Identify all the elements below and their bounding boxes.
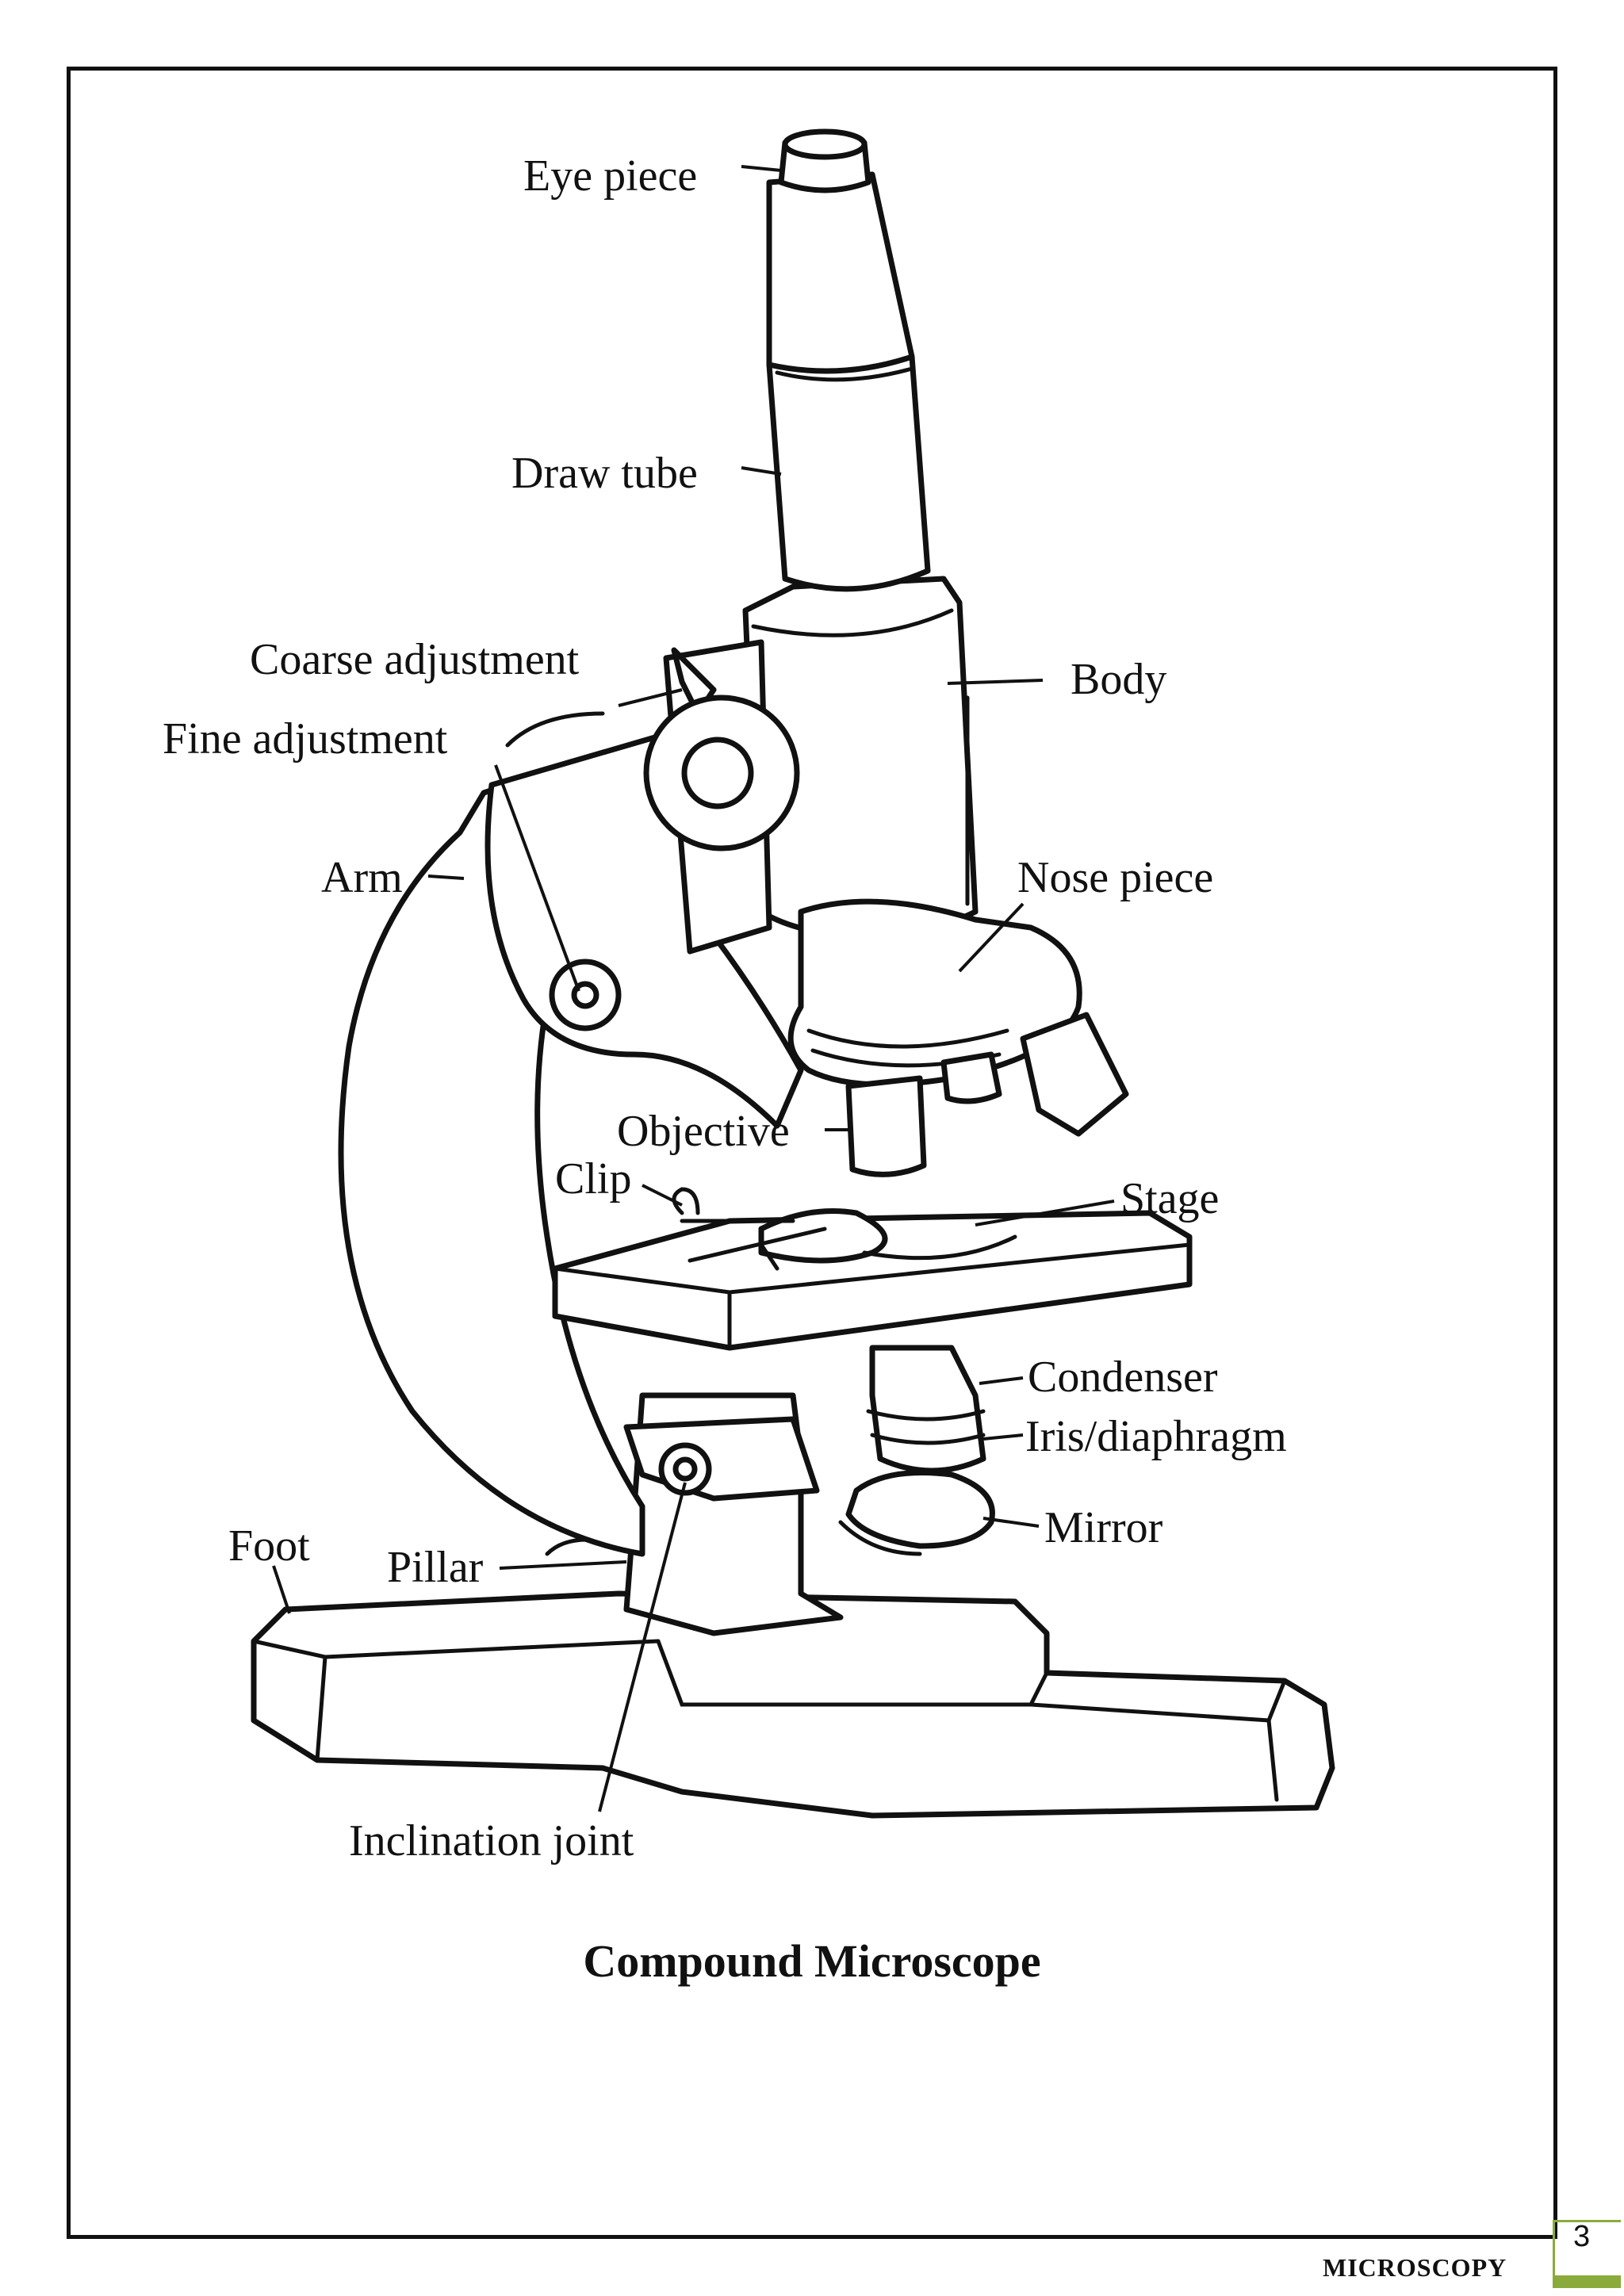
leader-draw-tube <box>741 466 782 476</box>
leader-foot <box>272 1565 291 1614</box>
microscope-clips <box>672 1187 827 1271</box>
label-mirror: Mirror <box>1044 1503 1163 1552</box>
leader-mirror <box>982 1517 1040 1528</box>
label-coarse-adjustment: Coarse adjustment <box>250 635 580 684</box>
label-pillar: Pillar <box>387 1543 484 1592</box>
microscope-eye-piece <box>766 128 915 374</box>
label-fine-adjustment: Fine adjustment <box>163 714 448 763</box>
leader-inclination-joint <box>598 1482 687 1812</box>
label-draw-tube: Draw tube <box>511 449 698 498</box>
leader-condenser <box>979 1376 1024 1385</box>
coarse-adjustment-knob <box>643 647 800 851</box>
footer-accent-bar <box>1553 2275 1621 2288</box>
label-arm: Arm <box>321 853 403 902</box>
label-iris-diaphragm: Iris/diaphragm <box>1025 1412 1287 1461</box>
label-body: Body <box>1071 655 1166 704</box>
inclination-joint <box>623 1416 820 1502</box>
leader-lines <box>272 165 1115 1812</box>
leader-fine-adjustment <box>494 764 580 992</box>
label-inclination-joint: Inclination joint <box>349 1816 634 1866</box>
label-eye-piece: Eye piece <box>523 151 697 201</box>
microscope-arm <box>338 726 804 1557</box>
leader-body <box>947 679 1044 685</box>
microscope-draw-tube <box>766 354 931 592</box>
footer-accent-tick <box>1553 2220 1555 2275</box>
fine-adjustment-knob <box>505 711 622 1031</box>
leader-clip <box>642 1184 683 1207</box>
microscope-stage <box>552 1208 1193 1351</box>
label-clip: Clip <box>555 1154 631 1203</box>
page-number: 3 <box>1573 2220 1591 2253</box>
microscope-condenser <box>866 1345 986 1474</box>
leader-iris-diaphragm <box>982 1433 1024 1441</box>
leader-arm <box>427 874 465 880</box>
leader-eye-piece <box>741 165 782 172</box>
page-border <box>67 67 1557 2239</box>
label-objective: Objective <box>617 1107 790 1156</box>
microscope-foot <box>251 1590 1335 1819</box>
footer-title: MICROSCOPY <box>1323 2253 1507 2282</box>
leader-pillar <box>499 1560 627 1570</box>
microscope-mirror <box>838 1470 995 1556</box>
label-foot: Foot <box>228 1521 310 1571</box>
label-nose-piece: Nose piece <box>1017 853 1213 902</box>
diagram-caption: Compound Microscope <box>583 1935 1041 1987</box>
leader-coarse-adjustment <box>618 688 683 707</box>
diagram-labels: Eye piece Draw tube Coarse adjustment Fi… <box>163 151 1287 1866</box>
leader-stage <box>975 1200 1115 1226</box>
label-stage: Stage <box>1120 1174 1219 1223</box>
label-condenser: Condenser <box>1028 1353 1218 1402</box>
leader-nose-piece <box>958 902 1025 973</box>
footer-accent-line <box>1553 2220 1621 2222</box>
microscope-objectives <box>845 1012 1129 1177</box>
